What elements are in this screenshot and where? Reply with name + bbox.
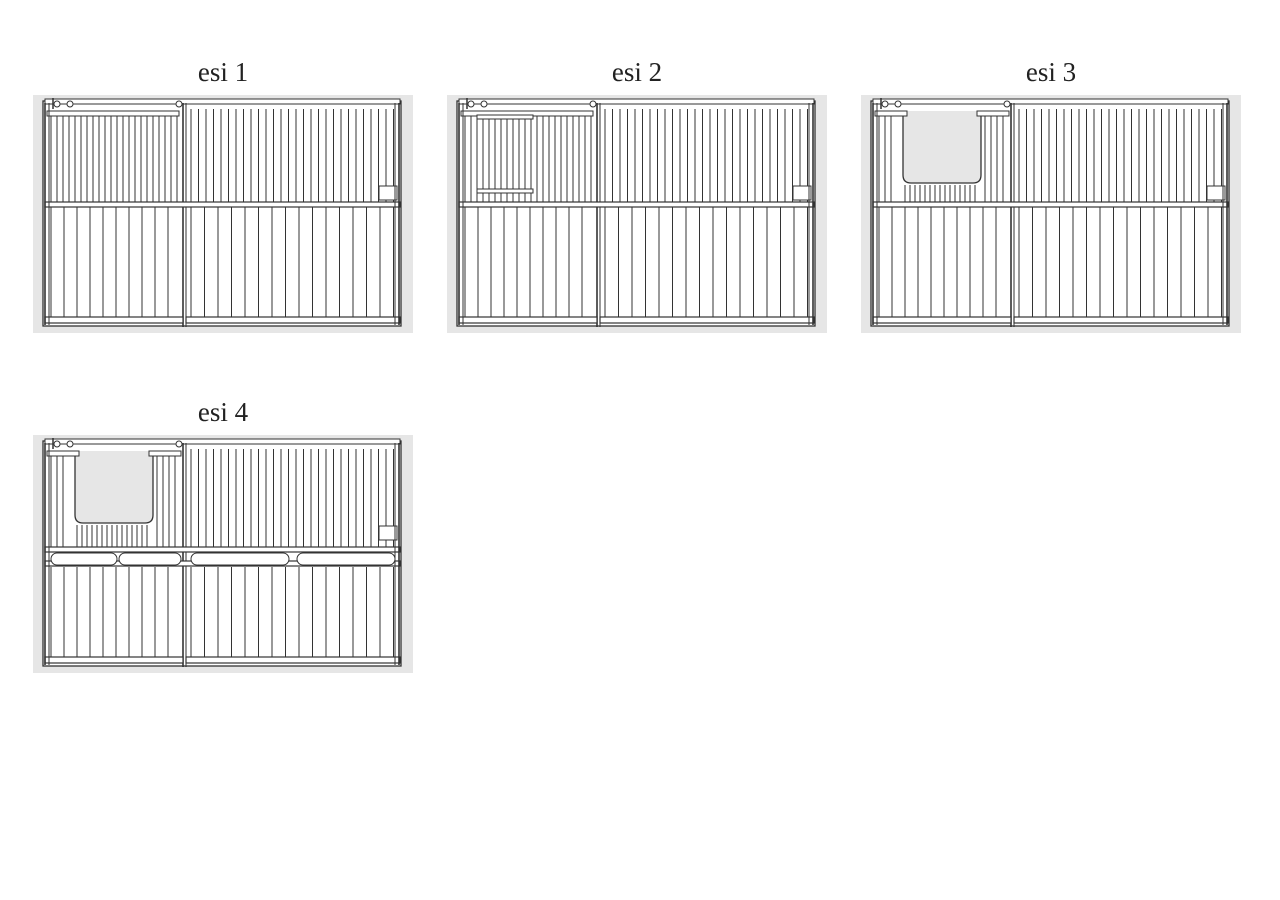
roller <box>66 100 74 108</box>
top-rail <box>872 98 1229 105</box>
example-label: esi 2 <box>611 57 663 87</box>
door-bottom-frame <box>872 316 1012 324</box>
stall-drawing[interactable] <box>33 435 413 673</box>
example-label: esi 4 <box>197 397 249 427</box>
stall-frame <box>456 100 816 327</box>
mid-frame <box>458 201 815 208</box>
stall-frame <box>42 100 402 327</box>
stall-drawing[interactable] <box>33 95 413 333</box>
example-label: esi 1 <box>197 57 249 87</box>
side-box <box>1206 185 1226 201</box>
stall-drawing[interactable] <box>447 95 827 333</box>
rail-oval <box>50 552 118 566</box>
door-bottom-frame <box>44 656 184 664</box>
rail-oval <box>296 552 396 566</box>
roller <box>53 440 61 448</box>
roller <box>175 100 183 108</box>
side-box <box>378 185 398 201</box>
roller <box>894 100 902 108</box>
top-rail <box>458 98 815 105</box>
roller <box>175 440 183 448</box>
stall-drawing[interactable] <box>861 95 1241 333</box>
panel-bottom-frame <box>185 656 401 664</box>
feeder-opening <box>902 111 982 184</box>
feeder-holder <box>874 110 908 117</box>
rail-oval <box>190 552 290 566</box>
feeder-holder <box>976 110 1010 117</box>
feeder-opening <box>74 451 154 524</box>
roller <box>467 100 475 108</box>
window-bottom <box>476 188 534 194</box>
door-bottom-frame <box>458 316 598 324</box>
mid-frame <box>44 546 401 553</box>
roller <box>66 440 74 448</box>
door-top-frame <box>46 110 180 117</box>
panel-bottom-frame <box>1013 316 1229 324</box>
top-rail <box>44 438 401 445</box>
mid-frame <box>44 201 401 208</box>
window-top <box>476 114 534 120</box>
side-box <box>378 525 398 541</box>
roller <box>589 100 597 108</box>
panel-bottom-frame <box>185 316 401 324</box>
feeder-holder <box>46 450 80 457</box>
rail-oval <box>118 552 182 566</box>
roller <box>1003 100 1011 108</box>
mid-frame <box>872 201 1229 208</box>
roller <box>881 100 889 108</box>
roller <box>53 100 61 108</box>
door-bottom-frame <box>44 316 184 324</box>
panel-bottom-frame <box>599 316 815 324</box>
example-label: esi 3 <box>1025 57 1077 87</box>
feeder-holder <box>148 450 182 457</box>
roller <box>480 100 488 108</box>
side-box <box>792 185 812 201</box>
top-rail <box>44 98 401 105</box>
